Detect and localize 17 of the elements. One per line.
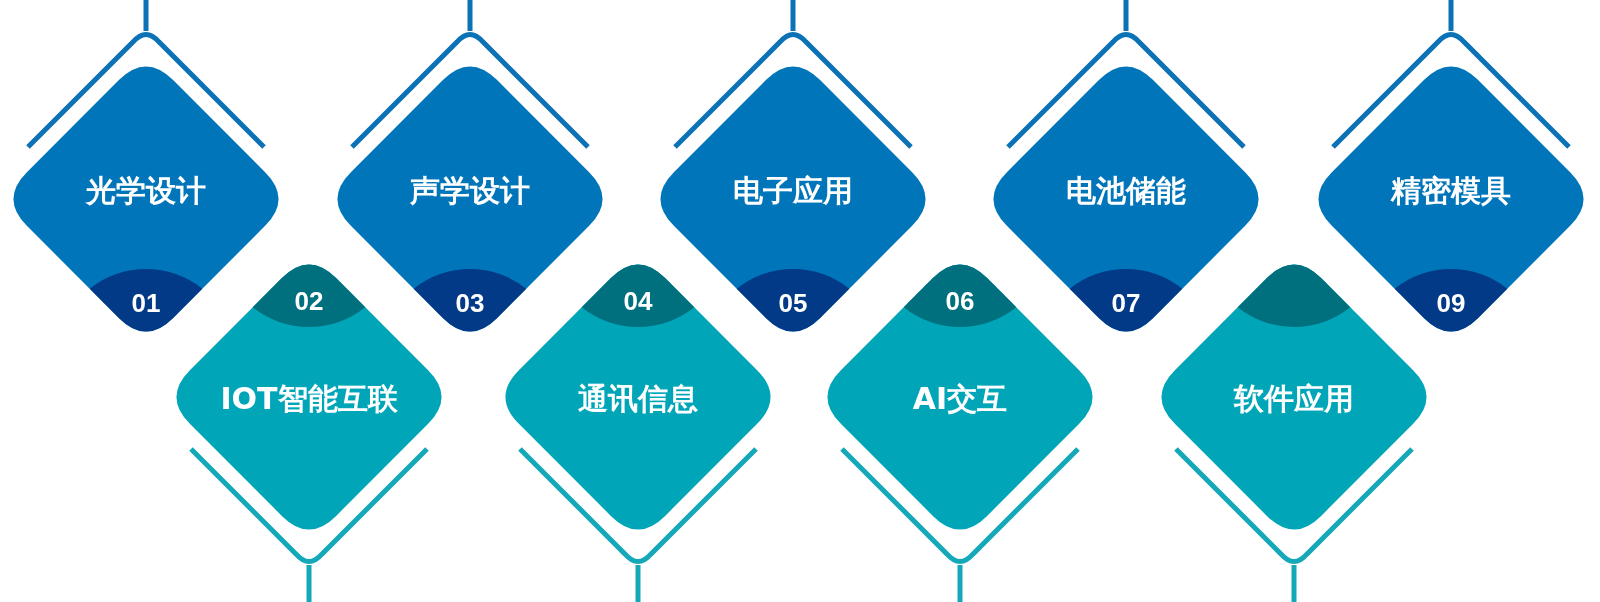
step-number: 01 (131, 290, 161, 316)
category-label: 光学设计 (86, 176, 206, 206)
step-number: 05 (778, 290, 808, 316)
step-number: 03 (455, 290, 485, 316)
category-label: 电子应用 (733, 176, 853, 206)
step-number: 06 (945, 288, 975, 314)
step-number: 04 (623, 288, 653, 314)
step-number: 07 (1111, 290, 1141, 316)
category-label: 通讯信息 (578, 384, 698, 414)
step-number: 09 (1436, 290, 1466, 316)
category-label: AI交互 (912, 384, 1008, 414)
step-number: 02 (294, 288, 324, 314)
category-label: IOT智能互联 (220, 384, 398, 414)
category-label: 软件应用 (1234, 384, 1354, 414)
category-label: 电池储能 (1066, 176, 1186, 206)
category-label: 精密模具 (1391, 176, 1511, 206)
category-label: 声学设计 (410, 176, 530, 206)
